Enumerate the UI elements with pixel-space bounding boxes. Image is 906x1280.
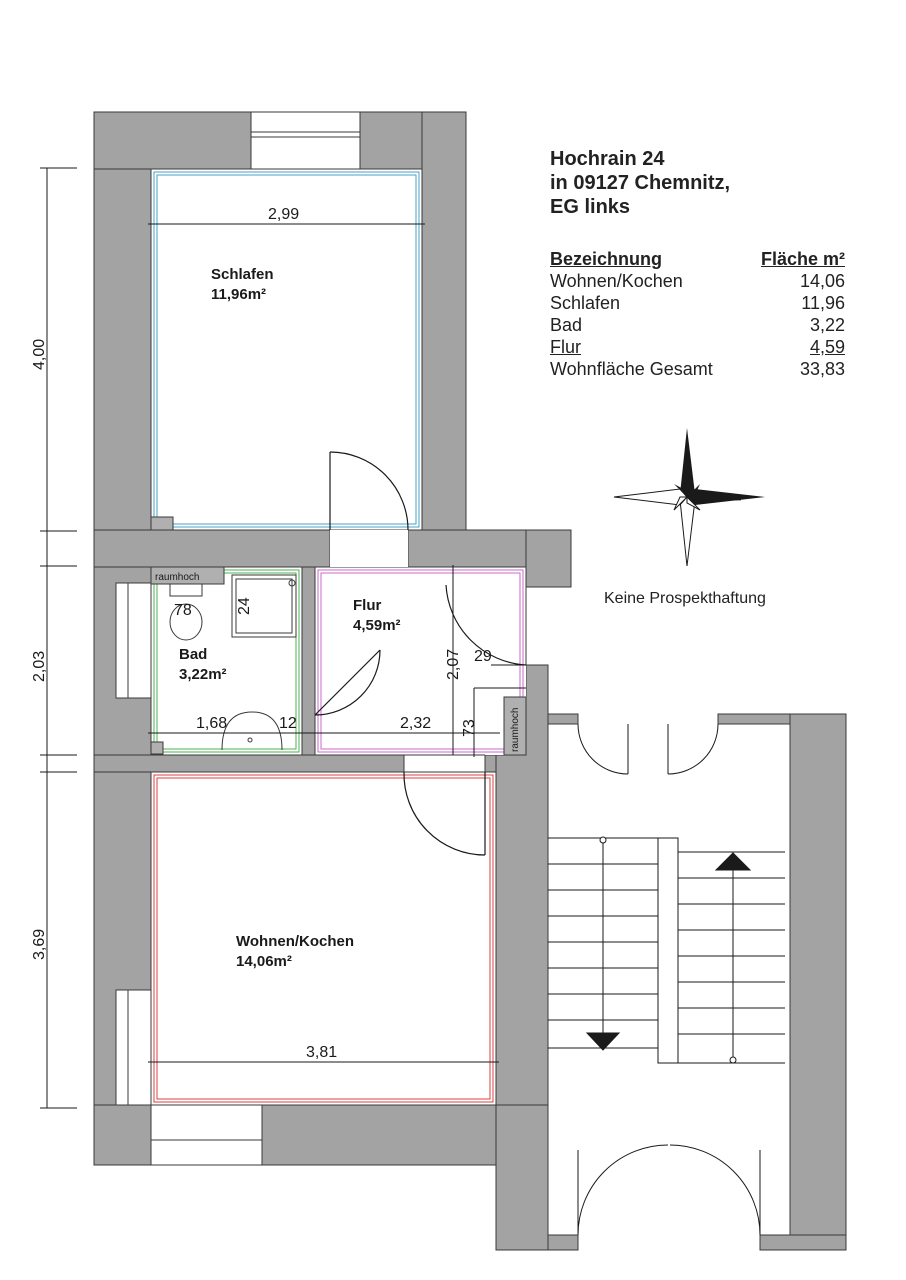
toilet (169, 603, 203, 641)
room-area-wohnen: 14,06m² (236, 953, 292, 970)
window-living-left (115, 989, 152, 1106)
outline-bad (153, 569, 300, 753)
row-area: 11,96 (801, 293, 845, 313)
wall-top-left (93, 111, 252, 170)
wall-stair-bottom-left (547, 1234, 579, 1251)
dim-schlafen-width: 2,99 (268, 206, 299, 223)
room-name-schlafen: Schlafen (211, 266, 274, 283)
dim-left-4-00: 4,00 (31, 339, 48, 370)
wall-stair-bottom-right (759, 1234, 847, 1251)
disclaimer: Keine Prospekthaftung (604, 590, 766, 607)
total-area: 33,83 (799, 359, 845, 379)
row-area: 14,06 (799, 271, 845, 291)
shower-tray (231, 574, 297, 638)
table-row: Schlafen 11,96 (550, 292, 845, 314)
window-bad (115, 582, 152, 699)
wall-bad-flur (301, 566, 316, 756)
room-name-bad: Bad (179, 646, 207, 663)
room-area-flur: 4,59m² (353, 617, 401, 634)
row-area: 3,22 (809, 315, 845, 335)
row-name: Schlafen (550, 293, 621, 313)
title-line-1: Hochrain 24 (550, 148, 665, 170)
dim-niche-29: 29 (474, 648, 492, 665)
dim-wall-12: 12 (279, 715, 297, 732)
dim-flur-height: 2,07 (445, 649, 462, 680)
window-living-bottom (150, 1104, 263, 1166)
row-area: 4,59 (809, 337, 845, 357)
wall-stair-right (789, 713, 847, 1250)
raumhoch-label-1: raumhoch (155, 572, 199, 583)
row-name: Wohnen/Kochen (550, 271, 683, 291)
windows (115, 111, 361, 1166)
floor-bad (150, 566, 303, 756)
dim-wc-78: 78 (174, 602, 192, 619)
room-name-wohnen: Wohnen/Kochen (236, 933, 354, 950)
area-table-header: Bezeichnung Fläche m² (550, 248, 845, 270)
compass-north-letter: N (733, 494, 744, 501)
dim-shower-24: 24 (236, 597, 253, 615)
wall-stair-left (495, 1104, 549, 1251)
compass-icon: N (613, 428, 765, 567)
dim-left-2-03: 2,03 (31, 651, 48, 682)
total-name: Wohnfläche Gesamt (550, 359, 713, 379)
walls (93, 111, 847, 1251)
wall-bedroom-right (421, 111, 467, 533)
dimension-lines (40, 167, 526, 1109)
dim-left-3-69: 3,69 (31, 929, 48, 960)
table-row: Flur 4,59 (550, 336, 845, 358)
title-block: Hochrain 24 in 09127 Chemnitz, EG links (550, 147, 850, 219)
floor-wohnen (150, 771, 497, 1106)
outline-schlafen (153, 171, 420, 528)
table-total-row: Wohnfläche Gesamt 33,83 (550, 358, 845, 380)
table-row: Bad 3,22 (550, 314, 845, 336)
outline-wohnen (153, 774, 494, 1103)
header-area: Fläche m² (760, 249, 845, 269)
dim-niche-73: 73 (461, 719, 478, 737)
window-bedroom (250, 111, 361, 170)
doors (314, 451, 527, 856)
raumhoch-boxes: raumhoch raumhoch (150, 566, 527, 756)
header-name: Bezeichnung (550, 249, 663, 269)
room-area-bad: 3,22m² (179, 666, 227, 683)
wall-bottom-left (93, 1104, 152, 1166)
outline-flur (317, 569, 524, 753)
washbasin (221, 711, 283, 751)
wall-stair-top-left (547, 713, 579, 725)
floor-schlafen (150, 168, 423, 531)
dim-bad-width: 1,68 (196, 715, 227, 732)
area-table: Bezeichnung Fläche m² Wohnen/Kochen 14,0… (550, 248, 845, 380)
room-floors (150, 168, 527, 1106)
row-name: Flur (550, 337, 581, 357)
floor-door-gap-bed (330, 530, 408, 567)
dim-wohnen-width: 3,81 (306, 1044, 337, 1061)
room-area-schlafen: 11,96m² (211, 286, 266, 303)
wall-middle-left (93, 754, 405, 773)
wall-bedroom-bottom-left (93, 529, 331, 568)
dim-flur-width: 2,32 (400, 715, 431, 732)
row-name: Bad (550, 315, 583, 335)
title-line-3: EG links (550, 196, 631, 218)
room-name-flur: Flur (353, 597, 381, 614)
title-line-2: in 09127 Chemnitz, (550, 172, 731, 194)
stairs (548, 723, 785, 1236)
wall-step-right (525, 529, 572, 588)
raumhoch-label-2: raumhoch (510, 708, 521, 752)
table-row: Wohnen/Kochen 14,06 (550, 270, 845, 292)
room-outlines (153, 171, 524, 1103)
bathroom-fixtures (169, 574, 297, 751)
